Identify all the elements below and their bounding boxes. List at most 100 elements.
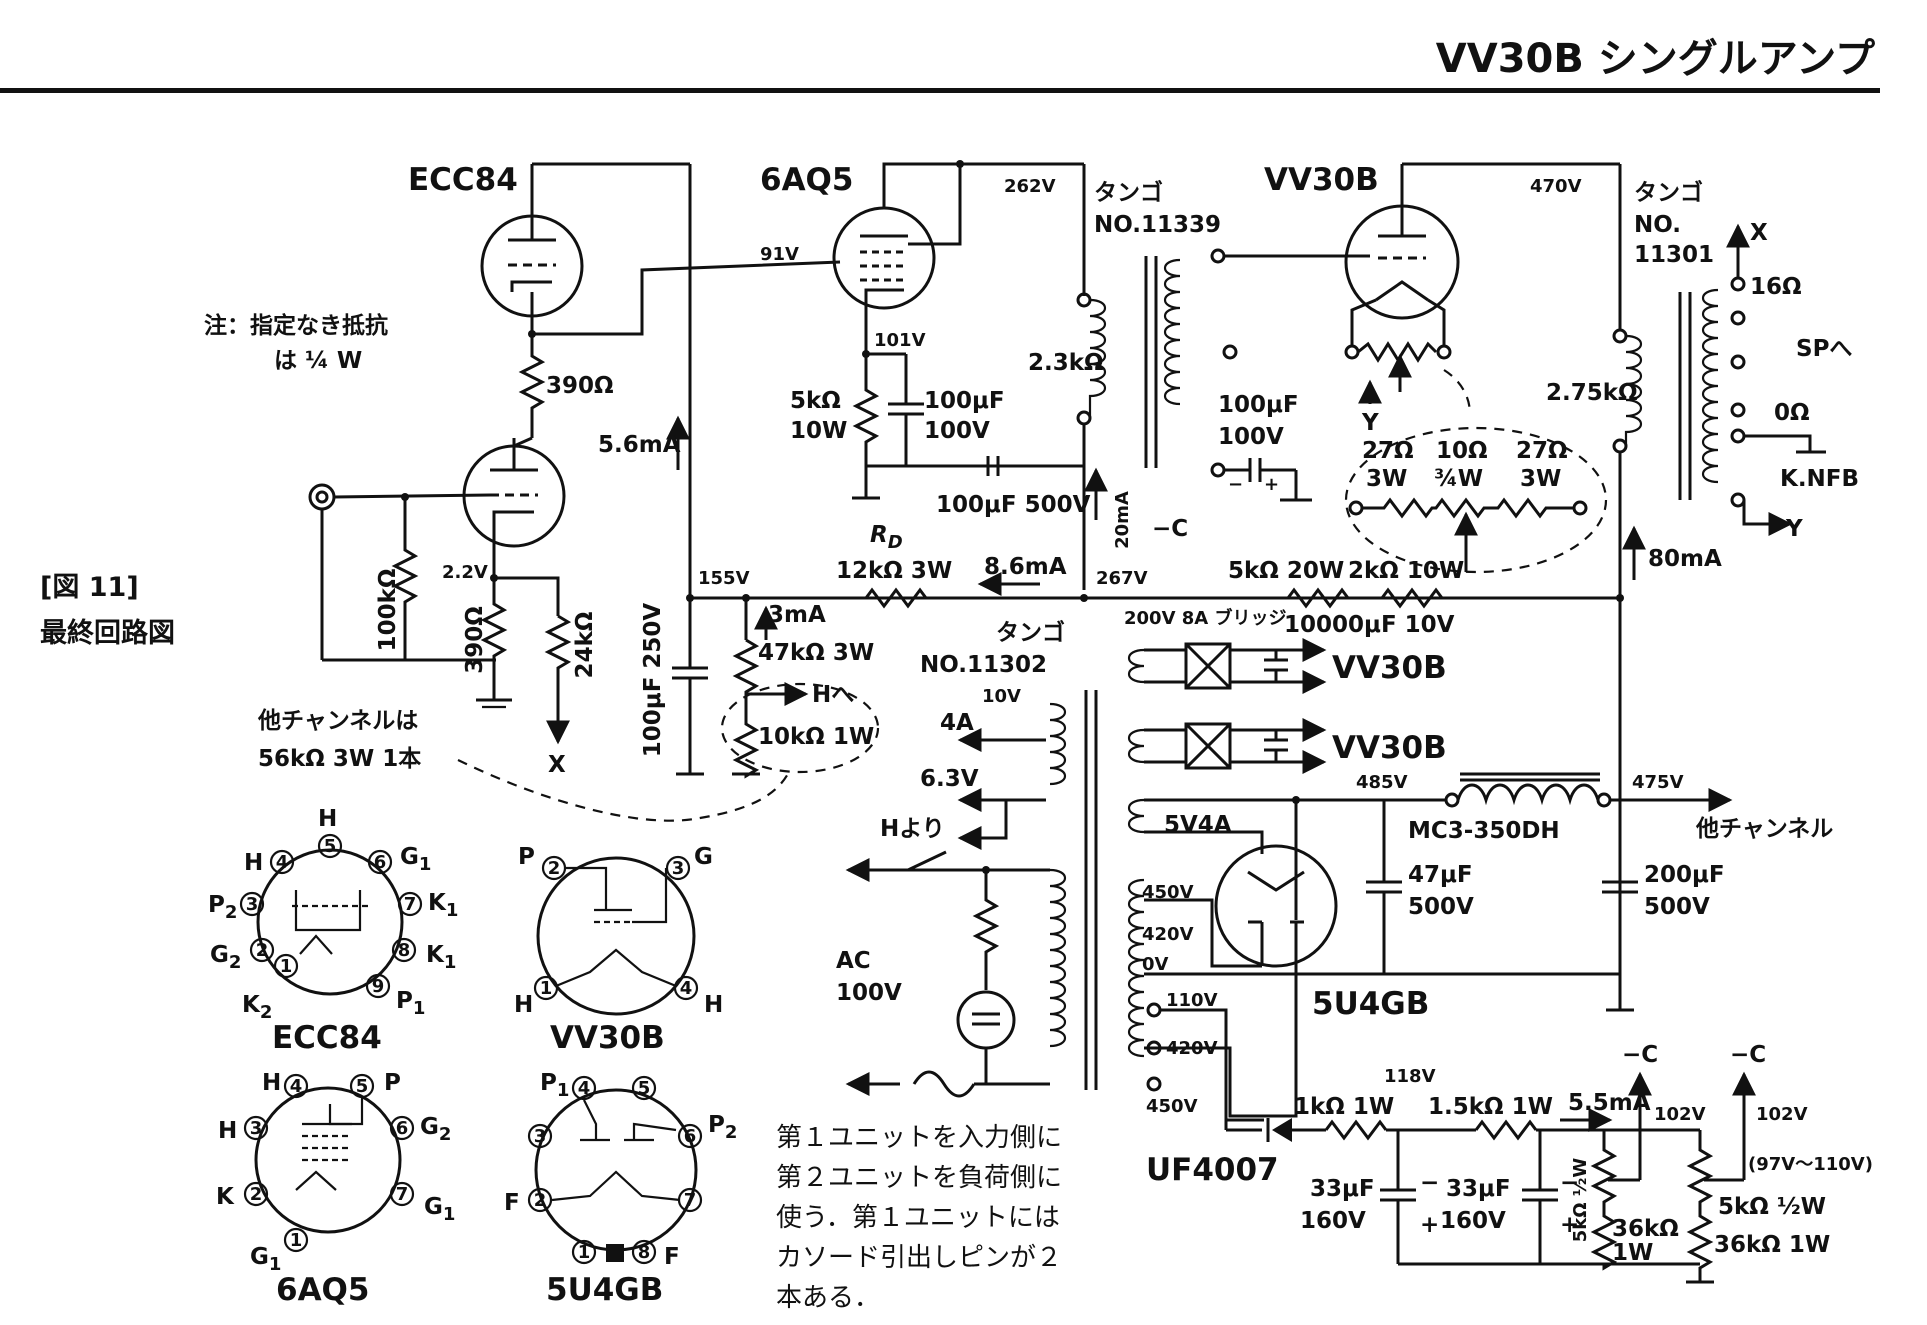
aq5-pin2: 2 <box>250 1184 263 1205</box>
bias-c33b: 33μF <box>1446 1176 1511 1202</box>
vv30b-tube-label: VV30B <box>1264 162 1379 198</box>
5u4gb-pin8: 8 <box>638 1242 651 1263</box>
aq5-pinout-name: 6AQ5 <box>276 1272 369 1308</box>
speaker-out: SPへ <box>1796 336 1852 362</box>
bplus-267v: 267V <box>1096 568 1148 589</box>
aq5-pin-p: P <box>384 1070 401 1096</box>
bias-c33b-minus: − <box>1560 1170 1579 1196</box>
bias-c33a-v: 160V <box>1300 1208 1366 1234</box>
output-model-b: 11301 <box>1634 242 1714 268</box>
interstage-cap-v: 100V <box>1218 424 1284 450</box>
bias-c33b-plus: + <box>1560 1212 1579 1238</box>
filter-c200-v: 500V <box>1644 894 1710 920</box>
bplus-100uf: 100μF 250V <box>640 603 666 758</box>
aq5-pin-g1a: G1 <box>250 1244 281 1275</box>
ecc84-pin-g2: G2 <box>210 942 241 973</box>
interstage-impedance: 2.3kΩ <box>1028 350 1104 376</box>
note-resistors-line2: は ¼ W <box>274 348 362 374</box>
ecc84-pin-h-top: H <box>318 806 337 832</box>
coupling-cap-label: 100μF 500V <box>936 492 1091 518</box>
output-y-label: Y <box>1785 516 1803 542</box>
unit-note-3: 使う．第１ユニットには <box>776 1203 1060 1233</box>
ecc84-cathode-resistor <box>480 578 508 700</box>
aq5-pin-h4: H <box>262 1070 281 1096</box>
filter-485v: 485V <box>1356 772 1408 793</box>
bias-1k: 1kΩ 1W <box>1294 1094 1394 1120</box>
tap-h-from: Hより <box>880 816 945 842</box>
ecc84-pin-k1a: K1 <box>428 890 458 921</box>
tap-0-ohm: 0Ω <box>1774 400 1810 426</box>
page-header: VV30B シングルアンプ <box>1435 36 1875 82</box>
ecc84-pin-g1: G1 <box>400 844 431 875</box>
aq5-pin7: 7 <box>396 1184 409 1205</box>
vv30b-pin3: 3 <box>672 858 685 879</box>
5u4gb-pin3: 3 <box>534 1126 547 1147</box>
aq5-pin4: 4 <box>290 1076 303 1097</box>
vv30b-pin1: 1 <box>540 978 553 999</box>
bias-36k-2: 36kΩ 1W <box>1714 1232 1830 1258</box>
interstage-cap: 100μF <box>1218 392 1299 418</box>
bplus-5k: 5kΩ 20W <box>1228 558 1344 584</box>
bplus-47k: 47kΩ 3W <box>758 640 874 666</box>
ecc84-pin1: 1 <box>280 956 293 977</box>
tap-16-ohm: 16Ω <box>1750 274 1802 300</box>
bridge-vv30b-1: VV30B <box>1332 650 1447 686</box>
bias-range: (97V〜110V) <box>1748 1154 1873 1175</box>
aq5-pin-h3: H <box>218 1118 237 1144</box>
bridge-label: 200V 8A ブリッジ <box>1124 607 1287 629</box>
ecc84-x-label: X <box>548 752 566 778</box>
pinout-aq5 <box>243 1073 415 1253</box>
other-channel-line1: 他チャンネルは <box>257 708 418 734</box>
ecc84-pin9: 9 <box>372 976 385 997</box>
aq5-pin5: 5 <box>356 1076 369 1097</box>
feedback-r-label: 24kΩ <box>572 612 598 679</box>
tap-420v-b: 420V <box>1166 1038 1218 1059</box>
pinout-5u4gb <box>527 1075 703 1265</box>
choke-label: MC3-350DH <box>1408 818 1560 844</box>
tap-0v: 0V <box>1142 954 1169 975</box>
hum-r2: 10Ω <box>1436 438 1488 464</box>
5u4gb-pin5: 5 <box>638 1078 651 1099</box>
5u4gb-pin2: 2 <box>534 1190 547 1211</box>
filter-c200: 200μF <box>1644 862 1725 888</box>
rect-tube-label: 5U4GB <box>1312 986 1429 1022</box>
tap-10v: 10V <box>982 686 1021 707</box>
aq5-plate-voltage: 262V <box>1004 176 1056 197</box>
ecc84-pin2: 2 <box>256 940 269 961</box>
bias-36k: 36kΩ <box>1612 1216 1679 1242</box>
aq5-tube-label: 6AQ5 <box>760 162 853 198</box>
rect-5v4a: 5V4A <box>1164 812 1232 838</box>
aq5-cathode-r-w: 10W <box>790 418 847 444</box>
ecc84-pin6: 6 <box>374 852 387 873</box>
vv30b-pin-g: G <box>694 844 713 870</box>
aq5-pin-g2: G2 <box>420 1114 451 1145</box>
ac-label: AC <box>836 948 871 974</box>
bias-118v: 118V <box>1384 1066 1436 1087</box>
ecc84-tube-label: ECC84 <box>408 162 518 198</box>
choke-icon <box>1456 783 1600 806</box>
figure-number: [図 11] <box>40 572 139 603</box>
5u4gb-pin4: 4 <box>578 1078 591 1099</box>
bplus-10k: 10kΩ 1W <box>758 724 874 750</box>
bias-102v-b: 102V <box>1756 1104 1808 1125</box>
bridge-cap: 10000μF 10V <box>1284 612 1455 638</box>
output-model-a: NO. <box>1634 212 1681 238</box>
filter-c47: 47μF <box>1408 862 1473 888</box>
vv30b-pinout-name: VV30B <box>550 1020 665 1056</box>
bias-36k-w: 1W <box>1612 1240 1653 1266</box>
ecc84-390-ohm-resistor <box>518 334 546 438</box>
tap-6-3v: 6.3V <box>920 766 979 792</box>
vv30b-plate-voltage: 470V <box>1530 176 1582 197</box>
tap-450v-b: 450V <box>1146 1096 1198 1117</box>
interstage-cap-plus: + <box>1264 474 1279 495</box>
interstage-bias: −C <box>1152 516 1188 542</box>
figure-caption: 最終回路図 <box>40 618 175 649</box>
bplus-2k: 2kΩ 10W <box>1348 558 1464 584</box>
bias-c33a: 33μF <box>1310 1176 1375 1202</box>
output-x-label: X <box>1750 220 1768 246</box>
ecc84-pin5: 5 <box>324 836 337 857</box>
aq5-cathode-cap: 100μF <box>924 388 1005 414</box>
other-channel-line2: 56kΩ 3W 1本 <box>258 746 421 772</box>
bplus-12k: 12kΩ 3W <box>836 558 952 584</box>
